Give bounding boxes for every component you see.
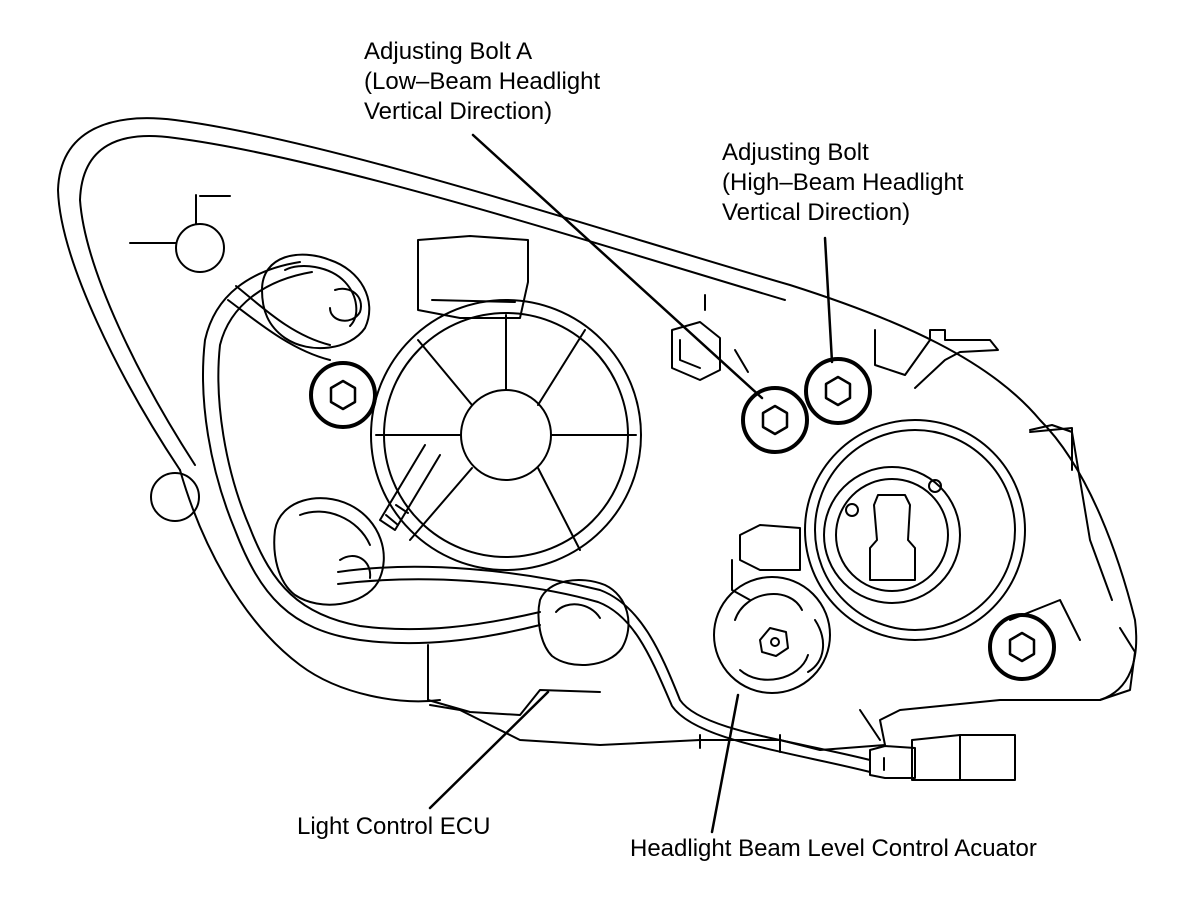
mounting-bolt-right [988,613,1056,681]
label-adjusting-bolt-a: Adjusting Bolt A (Low–Beam Headlight Ver… [364,37,600,127]
label-bolt-high-line1: Adjusting Bolt [722,139,869,166]
label-bolt-a-line1: Adjusting Bolt A [364,38,533,65]
label-bolt-high-line2: (High–Beam Headlight [722,169,964,196]
harness-connector [869,734,1016,781]
leader-lines [428,133,834,834]
low-beam-socket [370,299,642,571]
housing-clip-top-left [129,194,231,273]
top-bracket [417,235,529,319]
high-beam-socket [804,419,1081,641]
label-adjusting-bolt-high: Adjusting Bolt (High–Beam Headlight Vert… [722,138,963,228]
headlight-housing [57,117,1138,753]
label-bolt-a-line3: Vertical Direction) [364,98,553,125]
adjusting-bolt-high-beam [804,357,872,425]
leader-actuator [710,693,740,834]
lower-left-socket [273,497,385,606]
label-bolt-a-line2: (Low–Beam Headlight [364,68,601,95]
mounting-bolt-left [309,361,377,429]
label-beam-level-actuator: Headlight Beam Level Control Acuator [630,835,1037,862]
right-bracket [704,294,999,389]
leader-ecu [428,690,550,810]
adjusting-bolt-a [741,386,809,454]
housing-clip-left [150,472,200,522]
label-bolt-high-line3: Vertical Direction) [722,199,911,226]
light-control-ecu [537,579,630,666]
label-light-control-ecu: Light Control ECU [297,813,491,840]
bolt-a-tab [671,321,749,381]
leader-bolt-a [471,133,764,400]
wiring-harness [202,261,871,773]
top-left-socket [261,253,371,350]
beam-level-actuator [713,524,831,694]
leader-bolt-high [823,236,834,364]
